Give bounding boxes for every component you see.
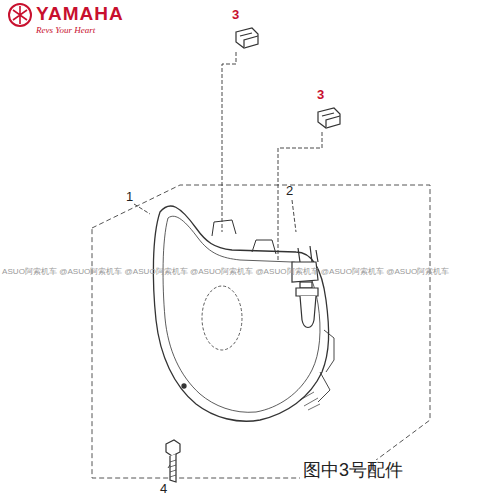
caption-note: 图中3号配件 [300,460,406,482]
watermark: ASUO阿索机车 @ASUO阿索机车 @ASUO阿索机车 @ASUO阿索机车 @… [2,268,449,277]
yamaha-emblem [9,4,31,26]
callout-number: 3 [317,88,324,102]
bulb [292,246,318,328]
brand-slogan: Revs Your Heart [36,26,95,36]
callout-number: 4 [160,482,167,496]
bolt [166,440,180,482]
callout-number: 3 [232,8,239,22]
headlight-lens [153,206,334,421]
callout-number: 2 [286,184,293,198]
clip [236,28,340,128]
assembly-outline [92,185,430,478]
brand-logo: YAMAHA [36,4,124,25]
callout-number: 1 [126,190,133,204]
